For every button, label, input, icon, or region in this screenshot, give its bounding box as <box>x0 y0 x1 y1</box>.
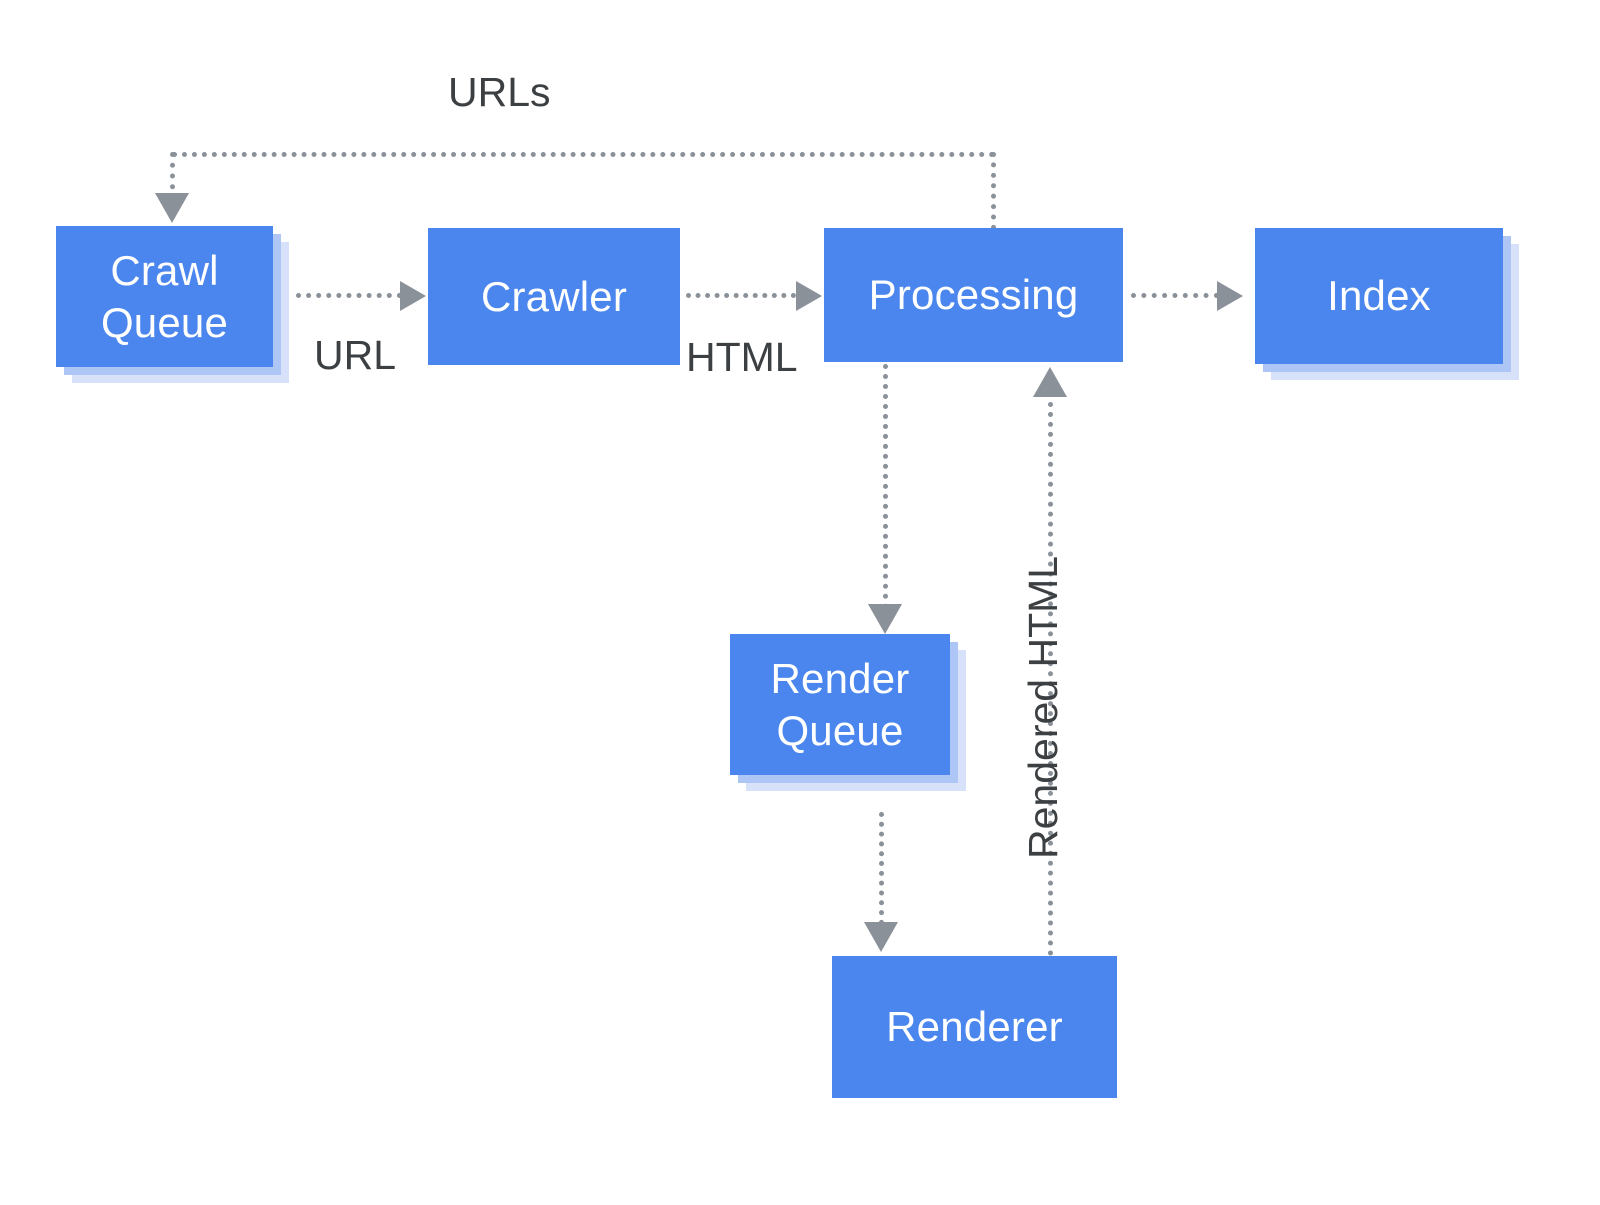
edge-urls-vertical-right <box>991 152 996 230</box>
edge-label-urls: URLs <box>448 69 551 115</box>
node-index[interactable]: Index <box>1255 228 1503 364</box>
node-renderer[interactable]: Renderer <box>832 956 1117 1098</box>
edge-to-index-line <box>1131 293 1219 298</box>
node-crawl-queue-label: Crawl Queue <box>100 247 229 346</box>
edge-to-render-queue-arrowhead <box>868 604 902 634</box>
edge-urls-horizontal <box>172 152 995 157</box>
node-crawl-queue[interactable]: Crawl Queue <box>56 226 273 367</box>
edge-html-arrowhead <box>796 281 822 311</box>
edge-to-renderer-arrowhead <box>864 922 898 952</box>
edge-rendered-html-arrowhead <box>1033 367 1067 397</box>
edge-html-line <box>686 293 796 298</box>
edge-url-line <box>296 293 402 298</box>
node-crawler-label: Crawler <box>480 272 628 320</box>
node-processing[interactable]: Processing <box>824 228 1123 362</box>
node-index-label: Index <box>1327 272 1431 320</box>
edge-urls-vertical-left <box>170 152 175 200</box>
node-render-queue[interactable]: Render Queue <box>730 634 950 775</box>
node-processing-label: Processing <box>868 271 1079 319</box>
node-renderer-label: Renderer <box>886 1003 1063 1051</box>
edge-to-renderer-line <box>879 812 884 925</box>
node-crawler[interactable]: Crawler <box>428 228 680 365</box>
edge-label-html: HTML <box>686 334 798 380</box>
edge-to-index-arrowhead <box>1217 281 1243 311</box>
edge-url-arrowhead <box>400 281 426 311</box>
edge-label-url: URL <box>314 332 397 378</box>
edge-urls-arrowhead <box>155 193 189 223</box>
node-render-queue-label: Render Queue <box>770 655 910 754</box>
edge-rendered-html-line <box>1048 392 1053 956</box>
edge-to-render-queue-line <box>883 364 888 609</box>
edge-label-rendered-html: Rendered HTML <box>1020 555 1066 859</box>
